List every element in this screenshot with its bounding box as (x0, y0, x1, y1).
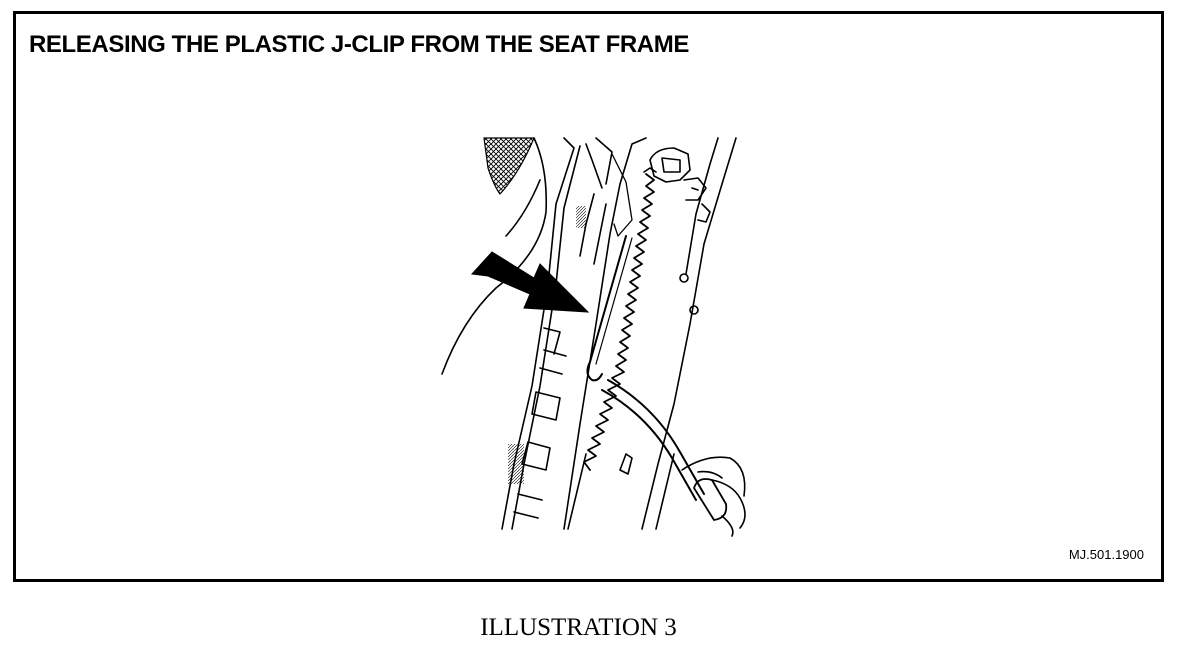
seat-frame-illustration (441, 137, 746, 537)
coil-spring (583, 167, 657, 471)
arrow-icon (470, 251, 590, 313)
seat-fabric (441, 137, 548, 375)
hand (681, 456, 746, 537)
release-tool (601, 379, 728, 521)
figure-caption: ILLUSTRATION 3 (480, 614, 677, 641)
seat-frame-rail (501, 137, 633, 530)
figure-frame: RELEASING THE PLASTIC J-CLIP FROM THE SE… (13, 11, 1164, 582)
j-clip (586, 235, 633, 382)
reference-code: MJ.501.1900 (1068, 547, 1144, 562)
seat-track (563, 137, 737, 530)
figure-title: RELEASING THE PLASTIC J-CLIP FROM THE SE… (29, 31, 689, 58)
